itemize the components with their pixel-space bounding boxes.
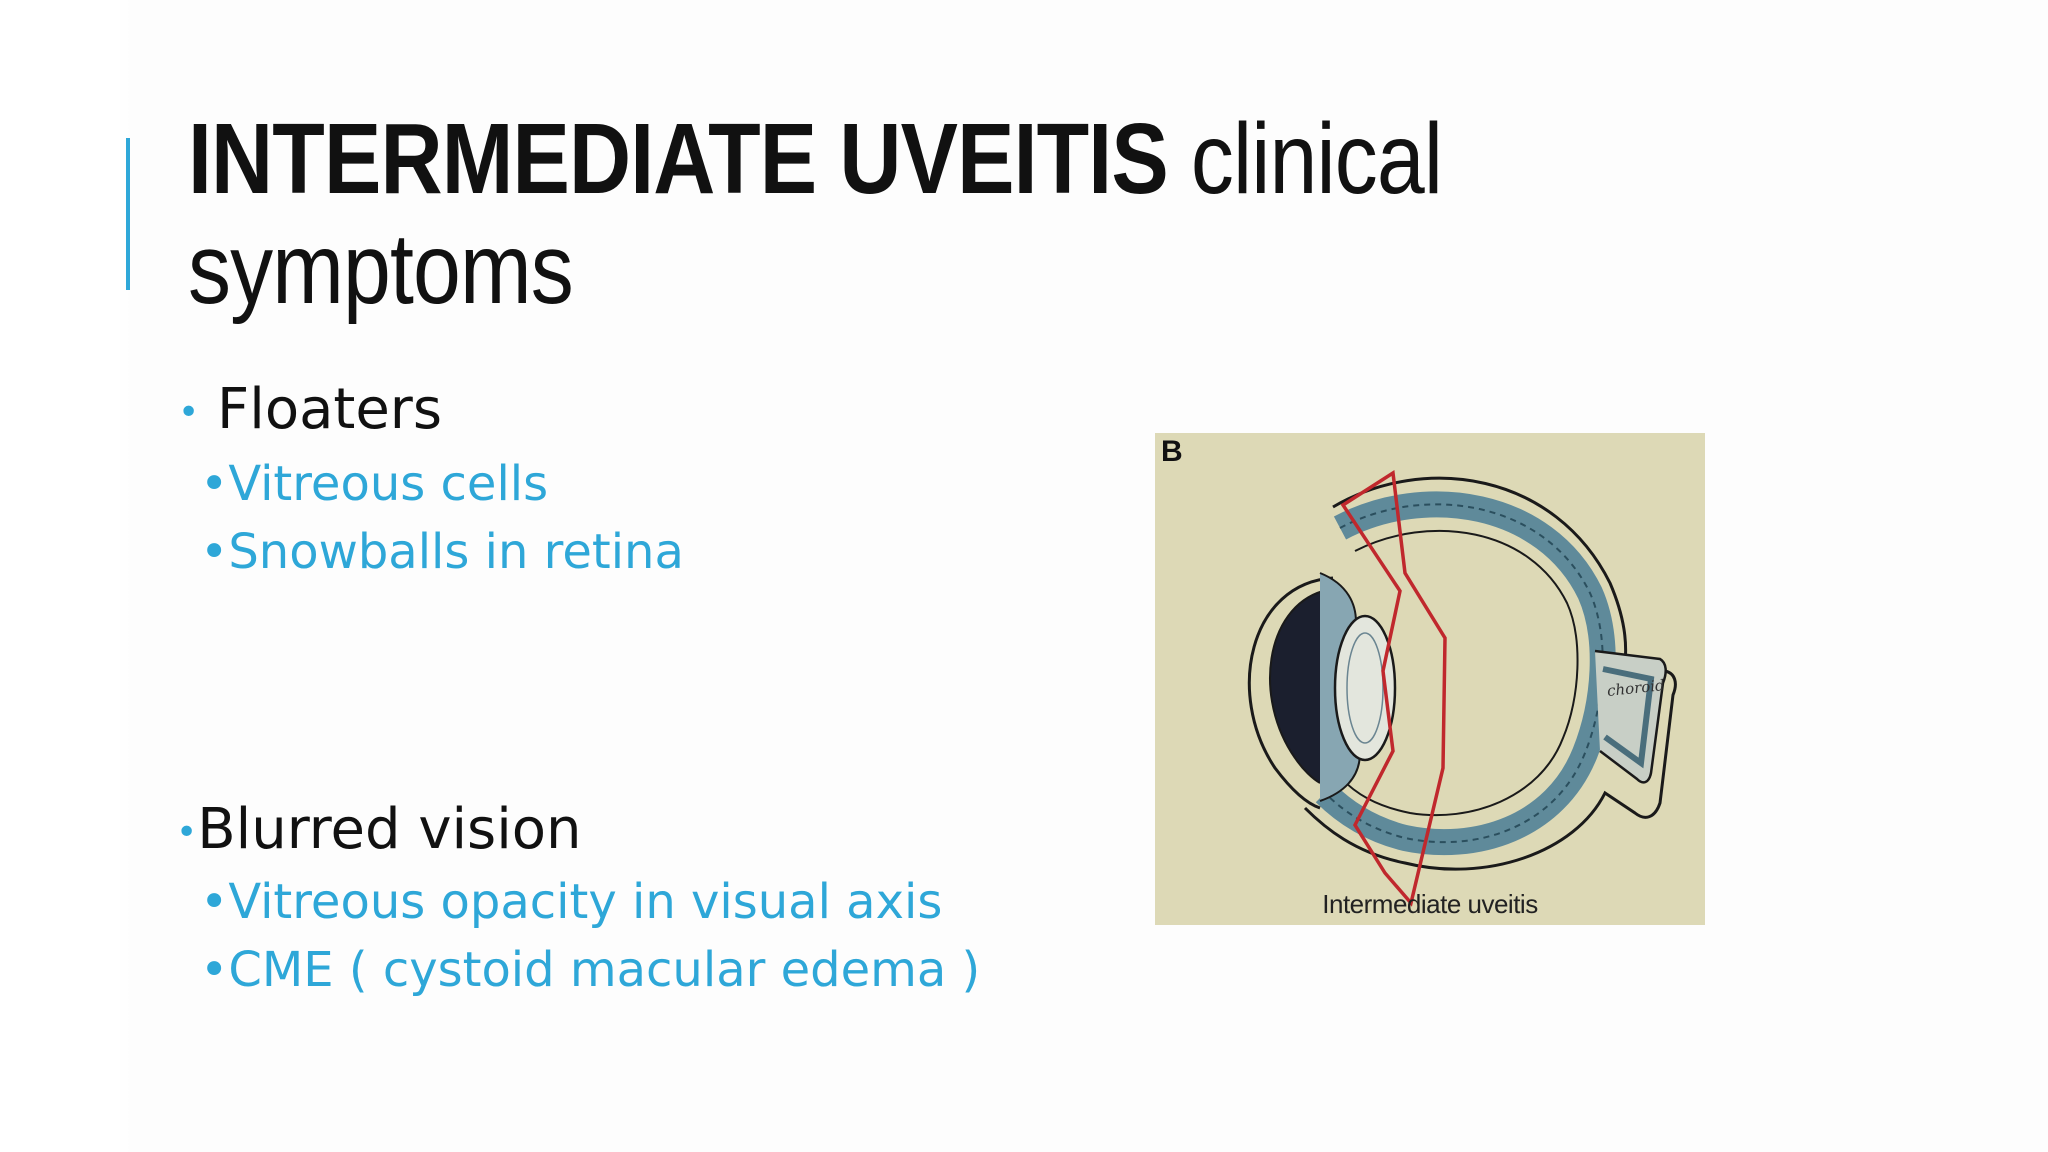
title-accent-bar bbox=[126, 138, 130, 290]
bullet-label: Floaters bbox=[217, 377, 443, 442]
sub-bullet-item: •Vitreous opacity in visual axis bbox=[200, 874, 942, 930]
sub-bullet-item: •Vitreous cells bbox=[200, 456, 548, 512]
bullet-item-blurred-vision: •Blurred vision bbox=[176, 800, 582, 863]
sub-bullet-item: •CME ( cystoid macular edema ) bbox=[200, 942, 980, 998]
sub-bullet-label: Vitreous cells bbox=[228, 456, 549, 512]
sub-bullet-dot: • bbox=[200, 874, 229, 930]
eye-diagram-figure: B choroid Intermediate uveitis bbox=[1155, 433, 1705, 925]
sub-bullet-item: •Snowballs in retina bbox=[200, 524, 684, 580]
sub-bullet-label: Vitreous opacity in visual axis bbox=[228, 874, 943, 930]
title-light-part-2: symptoms bbox=[188, 213, 574, 325]
sub-bullet-dot: • bbox=[200, 456, 229, 512]
sub-bullet-label: CME ( cystoid macular edema ) bbox=[228, 942, 981, 998]
bullet-dot: • bbox=[178, 391, 200, 433]
bullet-label: Blurred vision bbox=[197, 797, 582, 862]
title-light-part: clinical bbox=[1190, 103, 1443, 215]
eye-cross-section-illustration bbox=[1247, 470, 1677, 907]
slide-title: INTERMEDIATE UVEITIS clinical symptoms bbox=[188, 104, 1650, 324]
figure-caption: Intermediate uveitis bbox=[1322, 889, 1538, 919]
sub-bullet-dot: • bbox=[200, 942, 229, 998]
bullet-item-floaters: • Floaters bbox=[178, 380, 442, 443]
sub-bullet-dot: • bbox=[200, 524, 229, 580]
title-bold-part: INTERMEDIATE UVEITIS bbox=[188, 103, 1169, 215]
figure-letter: B bbox=[1161, 435, 1183, 468]
sub-bullet-label: Snowballs in retina bbox=[228, 524, 684, 580]
bullet-dot: • bbox=[176, 811, 198, 853]
